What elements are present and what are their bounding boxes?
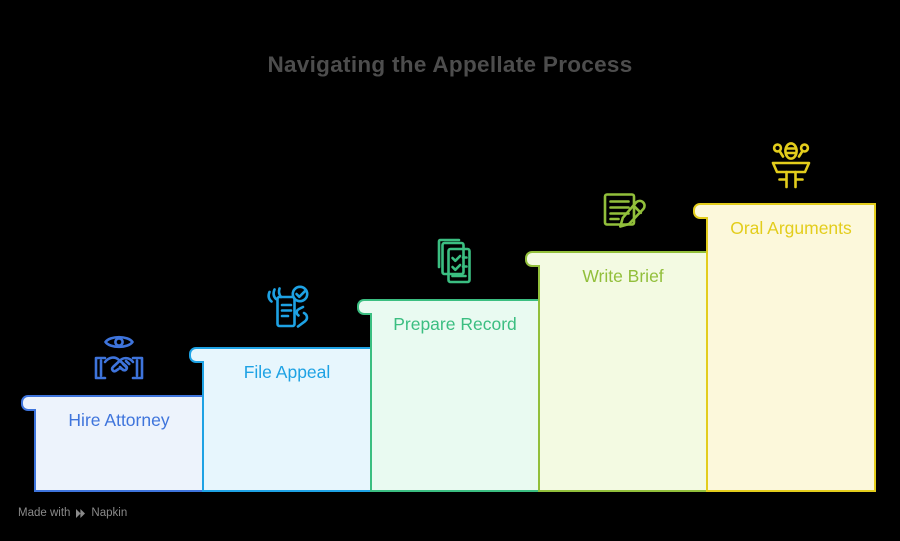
step-shape-oral-arguments — [693, 203, 876, 492]
step-label-hire-attorney: Hire Attorney — [68, 410, 170, 430]
watermark: Made with Napkin — [18, 507, 127, 519]
document-pencil-icon — [603, 193, 646, 228]
step-label-write-brief: Write Brief — [582, 266, 664, 286]
napkin-logo-icon — [76, 508, 86, 518]
document-hands-check-icon — [267, 285, 309, 328]
watermark-brand: Napkin — [91, 507, 128, 519]
checklist-documents-icon — [437, 238, 471, 284]
eye-handshake-icon — [94, 335, 144, 380]
step-label-prepare-record: Prepare Record — [393, 314, 517, 334]
diagram-title: Navigating the Appellate Process — [267, 52, 633, 77]
step-shape-write-brief — [525, 251, 708, 492]
podium-microphones-icon — [771, 142, 811, 189]
step-shape-prepare-record — [357, 299, 540, 492]
step-shape-file-appeal — [189, 347, 372, 492]
step-label-oral-arguments: Oral Arguments — [730, 218, 852, 238]
step-label-file-appeal: File Appeal — [243, 362, 331, 382]
watermark-made-with: Made with — [18, 507, 71, 519]
step-shape-hire-attorney — [21, 395, 204, 492]
